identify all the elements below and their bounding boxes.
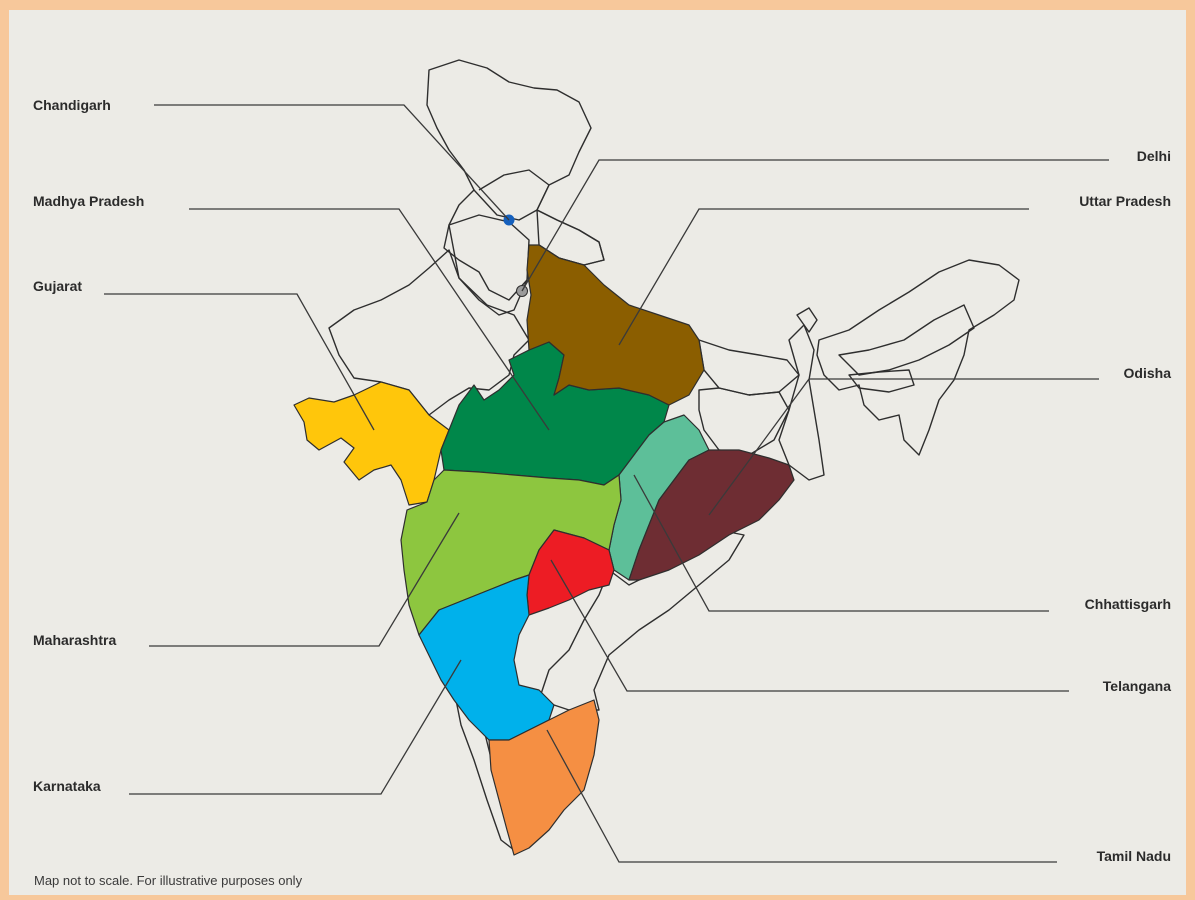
west-bengal-outline [778,324,825,481]
state-gujarat[interactable] [293,381,450,506]
label-karnataka: Karnataka [33,778,101,794]
northeast-outline [816,259,1020,456]
sikkim-outline [796,307,818,333]
himachal-outline [473,169,550,221]
state-tamil-nadu[interactable] [488,699,600,856]
leader-tamil-nadu [546,729,1057,863]
state-uttar-pradesh[interactable] [526,244,705,406]
label-uttar-pradesh: Uttar Pradesh [1079,193,1171,209]
india-map [104,59,1109,863]
label-chandigarh: Chandigarh [33,97,111,113]
label-tamil-nadu: Tamil Nadu [1096,848,1171,864]
jharkhand-outline [698,387,790,456]
leader-gujarat [104,293,375,431]
map-frame: Chandigarh Madhya Pradesh Gujarat Mahara… [9,10,1186,895]
leader-odisha [708,378,1099,516]
leader-chhattisgarh [633,474,1049,612]
bihar-outline [698,339,800,396]
leader-uttar-pradesh [618,208,1029,346]
meghalaya-outline [848,369,915,393]
leader-karnataka [129,659,462,795]
label-maharashtra: Maharashtra [33,632,117,648]
label-telangana: Telangana [1102,678,1171,694]
leader-madhya-pradesh [189,208,550,431]
state-karnataka[interactable] [418,574,555,741]
assam-outline [838,304,975,376]
leader-chandigarh [154,104,510,221]
label-madhya-pradesh: Madhya Pradesh [33,193,145,209]
leader-delhi [521,159,1109,292]
leader-telangana [550,559,1069,692]
label-delhi: Delhi [1136,148,1171,164]
label-chhattisgarh: Chhattisgarh [1084,596,1171,612]
footnote: Map not to scale. For illustrative purpo… [34,873,303,888]
state-odisha[interactable] [628,449,795,581]
label-gujarat: Gujarat [33,278,83,294]
leader-maharashtra [149,512,460,647]
label-odisha: Odisha [1123,365,1171,381]
